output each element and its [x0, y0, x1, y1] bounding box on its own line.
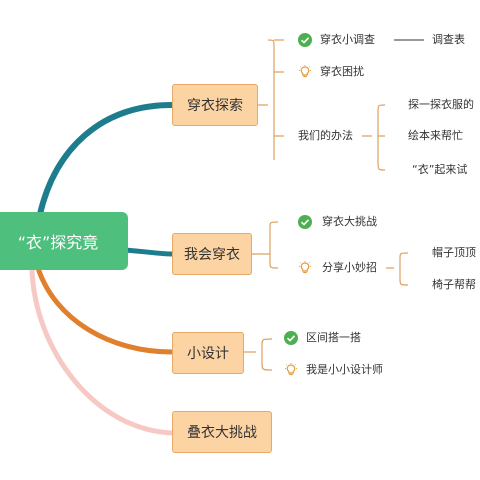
bracket-branch-3: [244, 338, 273, 371]
node-survey[interactable]: 穿衣小调查: [320, 33, 375, 46]
check-icon: [284, 331, 298, 345]
connector-branch-4: [29, 269, 173, 436]
branch-node-4[interactable]: 叠衣大挑战: [172, 411, 272, 453]
node-little-designer[interactable]: 我是小小设计师: [306, 363, 383, 376]
lightbulb-icon: [285, 363, 297, 376]
lightbulb-icon: [299, 65, 311, 78]
node-zone-match[interactable]: 区间搭一搭: [306, 331, 361, 344]
bracket-branch-1: [258, 39, 284, 160]
connector-branch-1: [37, 102, 173, 215]
node-method-1[interactable]: 探一探衣服的: [408, 98, 474, 111]
branch-node-3[interactable]: 小设计: [172, 332, 244, 374]
bracket-sub-2: [362, 104, 386, 171]
branch-node-2[interactable]: 我会穿衣: [172, 233, 252, 275]
check-icon: [298, 215, 312, 229]
node-survey-form[interactable]: 调查表: [432, 33, 465, 46]
node-tip-1[interactable]: 帽子顶顶: [432, 246, 476, 259]
node-method-2[interactable]: 绘本来帮忙: [408, 129, 463, 142]
node-share-tips[interactable]: 分享小妙招: [322, 261, 377, 274]
node-tip-2[interactable]: 椅子帮帮: [432, 278, 476, 291]
connector-branch-2: [125, 247, 173, 257]
check-icon: [298, 33, 312, 47]
node-trouble[interactable]: 穿衣困扰: [320, 65, 364, 78]
bracket-branch-2: [252, 221, 279, 269]
lightbulb-icon: [299, 261, 311, 274]
branch-node-1[interactable]: 穿衣探索: [172, 84, 258, 126]
node-method-3[interactable]: “衣”起来试: [412, 163, 468, 176]
connector-branch-3: [35, 267, 173, 355]
root-node[interactable]: “衣”探究竟: [0, 212, 128, 270]
node-dress-challenge[interactable]: 穿衣大挑战: [322, 215, 377, 228]
node-our-methods[interactable]: 我们的办法: [298, 129, 353, 142]
bracket-sub-3: [386, 252, 409, 286]
